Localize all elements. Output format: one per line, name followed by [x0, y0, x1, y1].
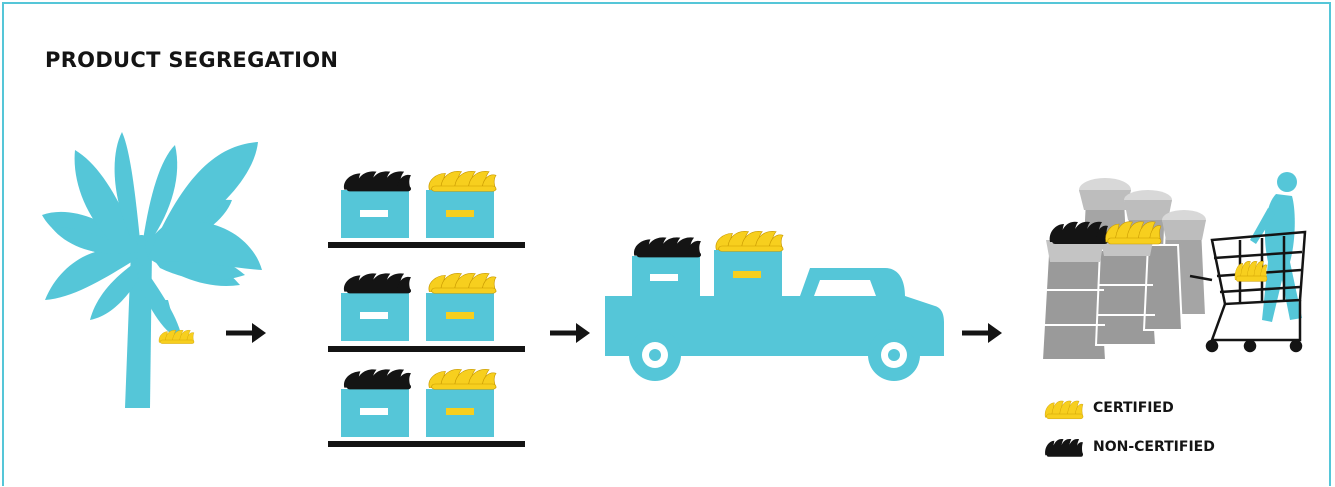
arrow-2: [550, 323, 590, 343]
tree-banana-bunch: [159, 330, 194, 343]
shelf-board-1: [328, 242, 525, 248]
shelf-board-2: [328, 346, 525, 352]
market-store: [1042, 172, 1305, 360]
shelf-row-1: [341, 171, 496, 238]
delivery-truck: [605, 231, 944, 381]
shelf-row-3: [341, 369, 496, 437]
legend-non-certified-label: NON-CERTIFIED: [1093, 439, 1215, 455]
legend-certified-label: CERTIFIED: [1093, 400, 1174, 416]
warehouse-shelves: [328, 171, 525, 447]
arrow-1: [226, 323, 266, 343]
arrow-3: [962, 323, 1002, 343]
legend-certified-icon: [1045, 401, 1083, 419]
shelf-board-3: [328, 441, 525, 447]
legend-non-certified-icon: [1045, 439, 1083, 457]
banana-tree-illustration: [42, 132, 262, 408]
shelf-row-2: [341, 273, 496, 341]
